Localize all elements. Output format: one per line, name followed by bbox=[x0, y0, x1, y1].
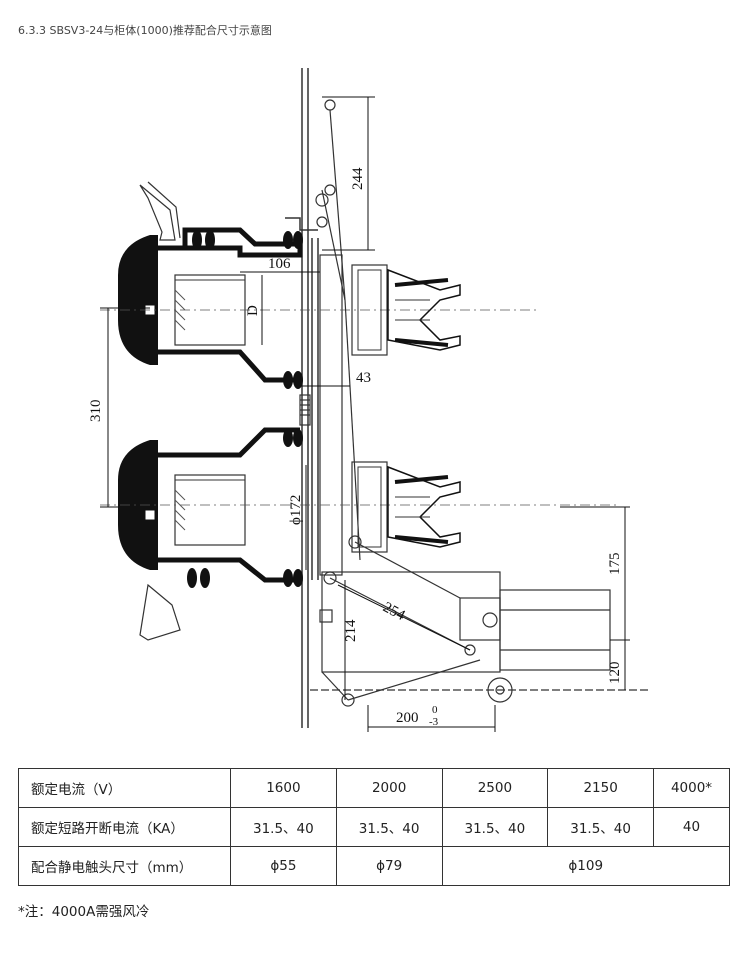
cabinet-panel bbox=[285, 68, 319, 728]
dim-43: 43 bbox=[356, 370, 371, 386]
upper-contact-box bbox=[118, 181, 303, 389]
dim-d: D bbox=[245, 305, 261, 316]
table-cell: 31.5、40 bbox=[547, 807, 654, 847]
dim-200-upper-tol: 0 bbox=[432, 704, 438, 716]
table-cell: ϕ55 bbox=[230, 846, 337, 886]
table-row: 额定电流（V） 1600 2000 2500 2150 4000* bbox=[18, 768, 730, 808]
dim-106: 106 bbox=[268, 256, 291, 272]
dim-310: 310 bbox=[88, 400, 104, 423]
dim-120: 120 bbox=[607, 662, 623, 685]
table-cell: ϕ109 bbox=[441, 846, 730, 886]
upper-breaker-arm bbox=[351, 264, 461, 356]
table-cell: 31.5、40 bbox=[230, 807, 337, 847]
table-cell: 1600 bbox=[230, 768, 337, 808]
dim-200: 200 bbox=[396, 710, 419, 726]
dim-254: 254 bbox=[380, 599, 408, 624]
lower-breaker-arm bbox=[351, 461, 461, 553]
figure-caption: 6.3.3 SBSV3-24与柜体(1000)推荐配合尺寸示意图 bbox=[18, 24, 272, 37]
row-header-rated-current: 额定电流（V） bbox=[18, 768, 231, 808]
table-row: 额定短路开断电流（KA） 31.5、40 31.5、40 31.5、40 31.… bbox=[18, 807, 730, 847]
breaker-truck bbox=[310, 535, 650, 707]
dim-200-lower-tol: -3 bbox=[429, 716, 439, 728]
dim-175: 175 bbox=[607, 553, 623, 576]
table-row: 配合静电触头尺寸（mm） ϕ55 ϕ79 ϕ109 bbox=[18, 846, 730, 886]
dim-244: 244 bbox=[350, 167, 366, 190]
centre-lines bbox=[100, 309, 620, 506]
table-cell: 31.5、40 bbox=[335, 807, 443, 847]
assembly-drawing: 244 106 D 43 310 ϕ172 175 254 214 120 20… bbox=[88, 68, 650, 732]
dim-214: 214 bbox=[343, 619, 359, 642]
dim-phi172: ϕ172 bbox=[288, 495, 304, 525]
table-cell: 31.5、40 bbox=[441, 807, 549, 847]
row-header-contact-size: 配合静电触头尺寸（mm） bbox=[18, 846, 231, 886]
table-cell: 4000* bbox=[653, 768, 730, 808]
footnote: *注：4000A需强风冷 bbox=[18, 904, 150, 920]
table-cell: 2150 bbox=[547, 768, 654, 808]
table-cell: 2000 bbox=[335, 768, 443, 808]
divider-plate bbox=[299, 254, 343, 576]
row-header-breaking-current: 额定短路开断电流（KA） bbox=[18, 807, 231, 847]
table-cell: 2500 bbox=[441, 768, 549, 808]
shutter-linkage bbox=[315, 99, 361, 561]
spec-table: 额定电流（V） 1600 2000 2500 2150 4000* 额定短路开断… bbox=[18, 768, 730, 886]
table-cell: ϕ79 bbox=[335, 846, 443, 886]
table-cell: 40 bbox=[653, 807, 730, 847]
lower-contact-box bbox=[118, 427, 303, 641]
dimension-lines bbox=[100, 96, 630, 732]
